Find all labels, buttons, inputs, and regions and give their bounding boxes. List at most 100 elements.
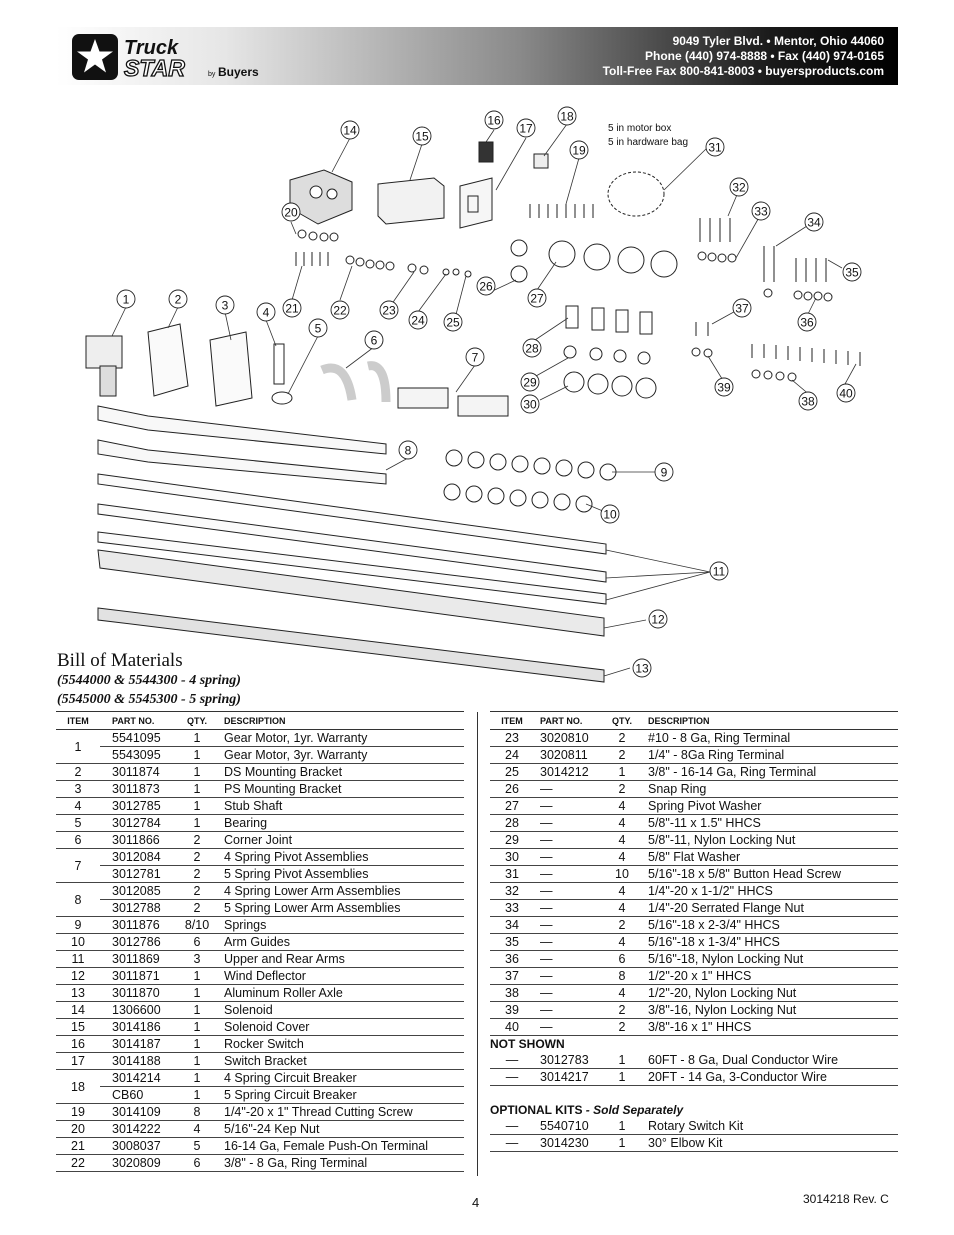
qty-cell: 1 xyxy=(182,780,212,798)
callout-balloon xyxy=(256,302,276,322)
callout-balloon xyxy=(714,377,734,397)
callout-balloon xyxy=(520,372,540,392)
item-cell: 26 xyxy=(490,780,534,798)
callout-label: 18 xyxy=(560,110,574,124)
part-no-cell: 3014214 xyxy=(100,1069,182,1087)
callout-balloon xyxy=(569,140,589,160)
callout-label: 20 xyxy=(284,206,298,220)
callout-label: 3 xyxy=(222,299,229,313)
item-cell: 17 xyxy=(56,1052,100,1070)
callout-balloon xyxy=(465,347,485,367)
description-cell: 3/8"-16 x 1" HHCS xyxy=(642,1018,898,1036)
callout-label: 12 xyxy=(651,613,665,627)
description-cell: 16-14 Ga, Female Push-On Terminal xyxy=(212,1137,464,1155)
callout-label: 27 xyxy=(530,292,544,306)
part-no-cell: 3014217 xyxy=(534,1068,602,1086)
description-cell: 3/8"-16, Nylon Locking Nut xyxy=(642,1001,898,1019)
qty-cell: 2 xyxy=(182,882,212,900)
callout-balloon xyxy=(484,110,504,130)
callout-label: 2 xyxy=(175,293,182,307)
item-cell: 27 xyxy=(490,797,534,815)
part-no-cell: 3014230 xyxy=(534,1134,602,1152)
qty-cell: 1 xyxy=(182,1035,212,1053)
description-cell: 4 Spring Pivot Assemblies xyxy=(212,848,464,866)
item-cell: 23 xyxy=(490,729,534,747)
optional-kits-header-label: OPTIONAL KITS - Sold Separately xyxy=(490,1102,898,1118)
part-no-cell: 3014186 xyxy=(100,1018,182,1036)
description-cell: 20FT - 14 Ga, 3-Conductor Wire xyxy=(642,1068,898,1086)
item-cell: 39 xyxy=(490,1001,534,1019)
part-no-cell: — xyxy=(534,916,602,934)
header-banner: Truck STAR by Buyers 9049 Tyler Blvd. • … xyxy=(56,27,898,85)
callout-label: 1 xyxy=(123,293,130,307)
part-no-cell: 3014109 xyxy=(100,1103,182,1121)
qty-cell: 1 xyxy=(182,797,212,815)
callout-balloon xyxy=(330,300,350,320)
col-part-no: PART NO. xyxy=(100,711,182,730)
item-cell: 21 xyxy=(56,1137,100,1155)
col-part-no: PART NO. xyxy=(534,711,602,730)
callout-label: 13 xyxy=(635,662,649,676)
description-cell: 4 Spring Lower Arm Assemblies xyxy=(212,882,464,900)
qty-cell: 2 xyxy=(602,780,642,798)
item-cell: — xyxy=(490,1134,534,1152)
qty-cell: 2 xyxy=(182,848,212,866)
qty-cell: 4 xyxy=(602,882,642,900)
callout-label: 30 xyxy=(523,398,537,412)
description-cell: Switch Bracket xyxy=(212,1052,464,1070)
logo-word-truck: Truck xyxy=(124,37,179,59)
not-shown-header: NOT SHOWN xyxy=(490,1036,898,1053)
callout-balloon xyxy=(709,561,729,581)
callout-label: 5 xyxy=(315,322,322,336)
callout-label: 24 xyxy=(411,314,425,328)
part-no-cell: — xyxy=(534,967,602,985)
description-cell: 5/16"-18, Nylon Locking Nut xyxy=(642,950,898,968)
description-cell: 5/8"-11, Nylon Locking Nut xyxy=(642,831,898,849)
callout-label: 22 xyxy=(333,304,347,318)
part-no-cell: 3012785 xyxy=(100,797,182,815)
part-no-cell: 3020810 xyxy=(534,729,602,747)
callout-balloon xyxy=(842,262,862,282)
part-no-cell: — xyxy=(534,950,602,968)
part-no-cell: — xyxy=(534,1018,602,1036)
qty-cell: 8 xyxy=(182,1103,212,1121)
callout-balloon xyxy=(281,202,301,222)
phone-line: Phone (440) 974-8888 • Fax (440) 974-016… xyxy=(644,49,884,63)
part-no-cell: — xyxy=(534,797,602,815)
qty-cell: 2 xyxy=(182,899,212,917)
callout-balloon xyxy=(751,201,771,221)
callout-balloon xyxy=(527,288,547,308)
callout-balloon xyxy=(732,298,752,318)
callout-balloon xyxy=(798,391,818,411)
item-cell: 22 xyxy=(56,1154,100,1172)
part-no-cell: 3011866 xyxy=(100,831,182,849)
part-no-cell: 3020811 xyxy=(534,746,602,764)
callout-balloon xyxy=(600,504,620,524)
part-no-cell: — xyxy=(534,848,602,866)
qty-cell: 1 xyxy=(182,984,212,1002)
callout-label: 17 xyxy=(519,122,533,136)
callout-label: 19 xyxy=(572,144,586,158)
description-cell: 5/8"-11 x 1.5" HHCS xyxy=(642,814,898,832)
optional-kits-header: OPTIONAL KITS - Sold Separately xyxy=(490,1102,898,1118)
description-cell: 5 Spring Circuit Breaker xyxy=(212,1086,464,1104)
callout-label: 29 xyxy=(523,376,537,390)
table-header-row: ITEM PART NO. QTY. DESCRIPTION xyxy=(490,711,898,730)
part-no-cell: CB60 xyxy=(100,1086,182,1104)
item-cell: 13 xyxy=(56,984,100,1002)
